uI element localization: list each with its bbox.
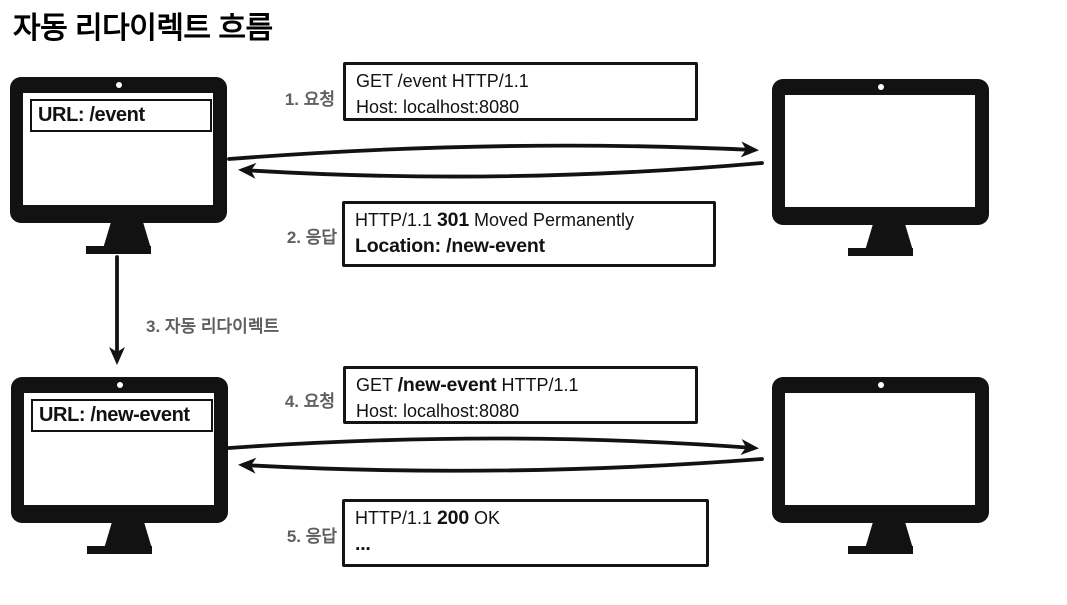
request-arrow-bottom <box>227 436 759 456</box>
url-bar-new-event: URL: /new-event <box>31 399 213 432</box>
response2-message-box: HTTP/1.1 200 OK ... <box>342 499 709 567</box>
client-monitor-top: URL: /event <box>10 77 227 254</box>
request2-message-box: GET /new-event HTTP/1.1 Host: localhost:… <box>343 366 698 424</box>
response-arrow-bottom <box>238 457 764 474</box>
url-text: URL: /event <box>38 104 145 126</box>
step4-label: 4. 요청 <box>284 392 335 411</box>
step1-label: 1. 요청 <box>284 90 335 109</box>
new-event-path: /new-event <box>397 374 497 396</box>
monitor-base <box>87 546 152 554</box>
request-line: GET /new-event HTTP/1.1 <box>356 374 579 396</box>
camera-dot-icon <box>878 84 884 90</box>
status-line: HTTP/1.1 200 OK <box>355 507 500 529</box>
monitor-stand <box>103 223 151 248</box>
monitor-screen <box>785 393 975 505</box>
step2-label: 2. 응답 <box>286 228 337 247</box>
server-monitor-top <box>772 79 989 256</box>
response-arrow-top <box>238 161 764 179</box>
camera-dot-icon <box>116 82 122 88</box>
request-arrow-top <box>227 141 759 161</box>
status-code-200: 200 <box>437 507 469 529</box>
monitor-screen <box>785 95 975 207</box>
step5-label: 5. 응답 <box>286 527 337 546</box>
step3-label: 3. 자동 리다이렉트 <box>146 317 280 336</box>
camera-dot-icon <box>117 382 123 388</box>
server-monitor-bottom <box>772 377 989 554</box>
request1-message-box: GET /event HTTP/1.1 Host: localhost:8080 <box>343 62 698 121</box>
monitor-base <box>86 246 151 254</box>
response1-message-box: HTTP/1.1 301 Moved Permanently Location:… <box>342 201 716 267</box>
request-line: GET /event HTTP/1.1 <box>356 71 529 91</box>
client-monitor-bottom: URL: /new-event <box>11 377 228 554</box>
url-bar-event: URL: /event <box>30 99 212 132</box>
url-text: URL: /new-event <box>39 404 190 426</box>
monitor-stand <box>865 523 913 548</box>
host-line: Host: localhost:8080 <box>356 97 520 117</box>
page-title: 자동 리다이렉트 흐름 <box>13 12 273 45</box>
host-line: Host: localhost:8080 <box>356 401 520 421</box>
location-header-line: Location: /new-event <box>355 235 545 257</box>
status-code-301: 301 <box>437 209 469 231</box>
monitor-stand <box>865 225 913 250</box>
monitor-stand <box>104 523 152 548</box>
body-ellipsis-line: ... <box>355 533 371 555</box>
monitor-base <box>848 248 913 256</box>
status-line: HTTP/1.1 301 Moved Permanently <box>355 209 635 231</box>
camera-dot-icon <box>878 382 884 388</box>
monitor-base <box>848 546 913 554</box>
